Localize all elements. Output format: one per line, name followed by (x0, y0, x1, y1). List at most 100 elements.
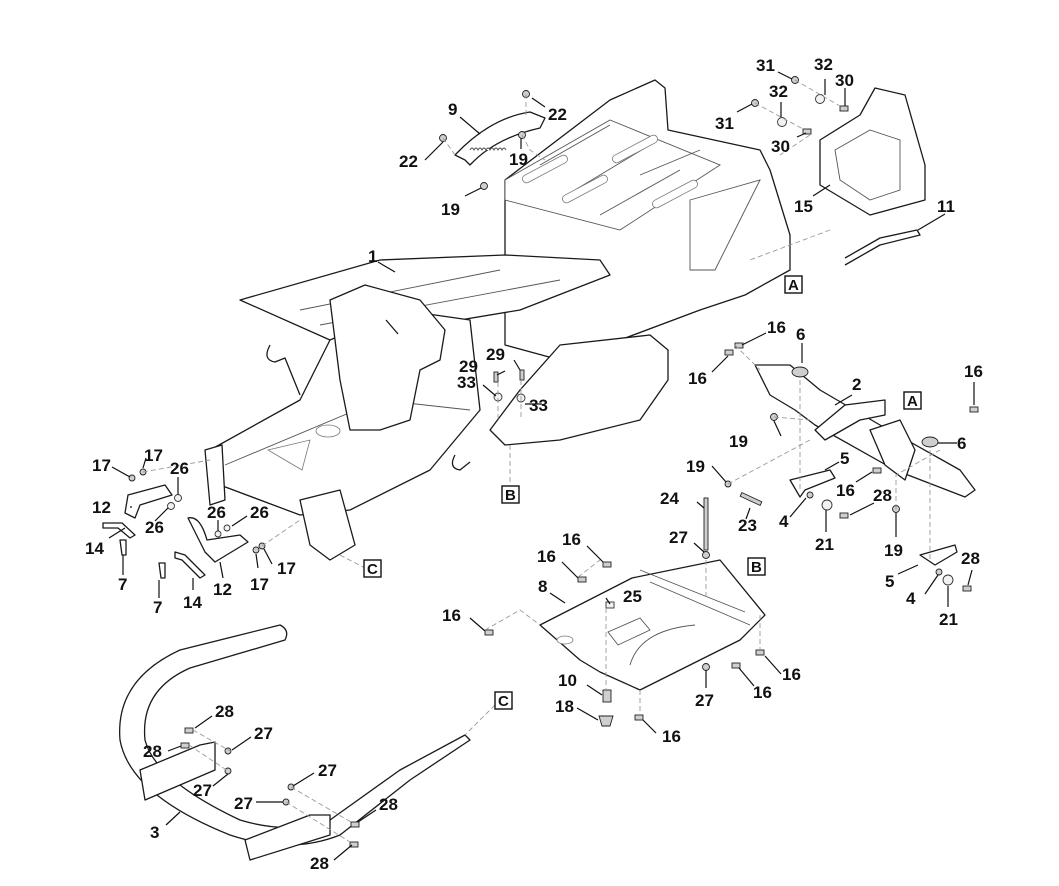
callout-5: 5 (840, 449, 849, 468)
svg-text:B: B (751, 559, 762, 576)
callout-26: 26 (170, 459, 189, 478)
callout-6: 6 (796, 325, 805, 344)
callout-28: 28 (143, 742, 162, 761)
callout-labels: 1 2 3 4 4 5 5 6 6 7 7 8 9 10 11 12 12 14… (85, 55, 983, 873)
callout-3: 3 (150, 823, 159, 842)
callout-28: 28 (215, 702, 234, 721)
callout-2: 2 (852, 375, 861, 394)
callout-28: 28 (961, 549, 980, 568)
callout-16: 16 (662, 727, 681, 746)
callout-30: 30 (835, 71, 854, 90)
hose-right (174, 551, 206, 579)
callout-21: 21 (939, 610, 958, 629)
callout-26: 26 (250, 503, 269, 522)
hitch-bracket-left (124, 484, 173, 519)
callout-27: 27 (669, 528, 688, 547)
callout-17: 17 (144, 446, 163, 465)
callout-4: 4 (779, 512, 789, 531)
svg-text:A: A (907, 393, 918, 410)
callout-12: 12 (213, 580, 232, 599)
reference-markers: A A B B C C (363, 275, 922, 710)
callout-16: 16 (537, 547, 556, 566)
height-adjust-segment (454, 111, 546, 166)
callout-21: 21 (815, 535, 834, 554)
callout-14: 14 (85, 539, 104, 558)
callout-31: 31 (715, 114, 734, 133)
callout-19: 19 (441, 200, 460, 219)
callout-16: 16 (562, 530, 581, 549)
svg-text:C: C (498, 693, 509, 710)
callout-24: 24 (660, 489, 679, 508)
callout-17: 17 (92, 456, 111, 475)
callout-27: 27 (234, 794, 253, 813)
callout-6: 6 (957, 434, 966, 453)
callout-14: 14 (183, 593, 202, 612)
callout-16: 16 (836, 481, 855, 500)
assembly-lines (142, 79, 941, 843)
callout-9: 9 (448, 100, 457, 119)
callout-16: 16 (767, 318, 786, 337)
callout-12: 12 (92, 498, 111, 517)
callout-16: 16 (964, 362, 983, 381)
callout-8: 8 (538, 577, 547, 596)
floor-plate (539, 559, 766, 691)
callout-17: 17 (250, 575, 269, 594)
callout-31: 31 (756, 56, 775, 75)
callout-26: 26 (207, 503, 226, 522)
callout-10: 10 (558, 671, 577, 690)
hitch-bracket-right (187, 517, 249, 563)
front-axle-bracket (754, 364, 976, 498)
callout-19: 19 (729, 432, 748, 451)
svg-text:C: C (367, 561, 378, 578)
callout-7: 7 (118, 575, 127, 594)
callout-4: 4 (906, 589, 916, 608)
svg-text:B: B (505, 487, 516, 504)
callout-26: 26 (145, 518, 164, 537)
hose-left (102, 522, 136, 539)
ref-marker-c: C (494, 691, 513, 710)
callout-22: 22 (548, 105, 567, 124)
front-bumper (119, 624, 471, 861)
callout-17: 17 (277, 559, 296, 578)
callout-22: 22 (399, 152, 418, 171)
callout-29: 29 (459, 357, 478, 376)
bracket-plate-left (789, 469, 836, 498)
callout-30: 30 (771, 137, 790, 156)
ref-marker-c: C (363, 559, 382, 578)
callout-11: 11 (937, 197, 955, 216)
leader-lines (108, 71, 975, 861)
bracket-plate-right (919, 544, 958, 566)
callout-28: 28 (379, 795, 398, 814)
battery-strap (844, 229, 921, 266)
callout-29: 29 (486, 345, 505, 364)
callout-16: 16 (442, 606, 461, 625)
callout-5: 5 (885, 572, 894, 591)
ref-marker-a: A (903, 391, 922, 410)
ref-marker-b: B (747, 557, 766, 576)
svg-text:A: A (788, 277, 799, 294)
callout-19: 19 (509, 150, 528, 169)
callout-16: 16 (688, 369, 707, 388)
callout-27: 27 (318, 761, 337, 780)
callout-19: 19 (884, 541, 903, 560)
callout-27: 27 (695, 691, 714, 710)
callout-27: 27 (254, 724, 273, 743)
callout-33: 33 (529, 396, 548, 415)
clip-right (158, 562, 166, 579)
callout-1: 1 (368, 247, 377, 266)
callout-7: 7 (153, 598, 162, 617)
callout-27: 27 (193, 781, 212, 800)
battery-tray (819, 87, 926, 216)
callout-15: 15 (794, 197, 813, 216)
ref-marker-b: B (501, 485, 520, 504)
clip-left (119, 539, 127, 556)
callout-28: 28 (873, 486, 892, 505)
callout-18: 18 (555, 697, 574, 716)
callout-33: 33 (457, 373, 476, 392)
callout-32: 32 (769, 82, 788, 101)
frame-part (204, 79, 791, 561)
callout-19: 19 (686, 457, 705, 476)
callout-32: 32 (814, 55, 833, 74)
callout-16: 16 (753, 683, 772, 702)
